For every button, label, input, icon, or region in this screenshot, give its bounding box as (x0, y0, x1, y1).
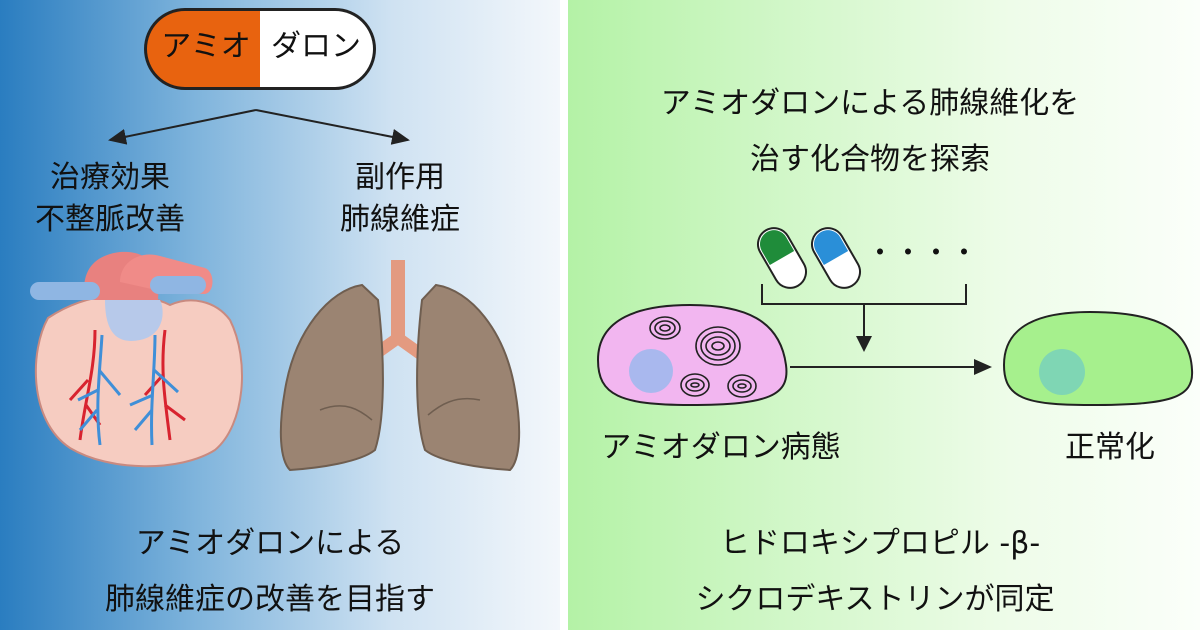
side-effect-heading-line1: 副作用 (355, 160, 445, 195)
pill-label-right: ダロン (271, 29, 361, 64)
right-summary-line2: シクロデキストリンが同定 (695, 582, 1055, 617)
pill-right-half (260, 8, 376, 90)
compound-ellipsis: ・・・・ (866, 236, 979, 269)
side-effect-heading-line2: 肺線維症 (340, 202, 460, 237)
lungs-illustration (279, 260, 521, 472)
effect-heading-line1: 治療効果 (50, 160, 170, 195)
diseased-cell (596, 303, 788, 407)
pill-left-half (144, 8, 260, 90)
compound-bracket (761, 284, 967, 352)
left-summary-line2: 肺線維症の改善を目指す (105, 582, 435, 617)
pill-split-arrows (108, 109, 410, 145)
right-title-line2: 治す化合物を探索 (750, 142, 990, 177)
pill-label-left: アミオ (161, 29, 251, 64)
green-capsule (757, 227, 807, 289)
blue-capsule (811, 227, 861, 289)
heart-illustration (30, 251, 243, 468)
disease-state-label: アミオダロン病態 (601, 430, 841, 465)
effect-heading-line2: 不整脈改善 (35, 202, 185, 237)
left-summary-line1: アミオダロンによる (135, 526, 405, 561)
right-title-line1: アミオダロンによる肺線維化を (660, 86, 1080, 121)
normal-cell (1002, 310, 1194, 407)
right-summary-line1: ヒドロキシプロピル -β- (719, 526, 1041, 561)
panel-divider (560, 0, 568, 630)
normalized-label: 正常化 (1065, 430, 1155, 465)
